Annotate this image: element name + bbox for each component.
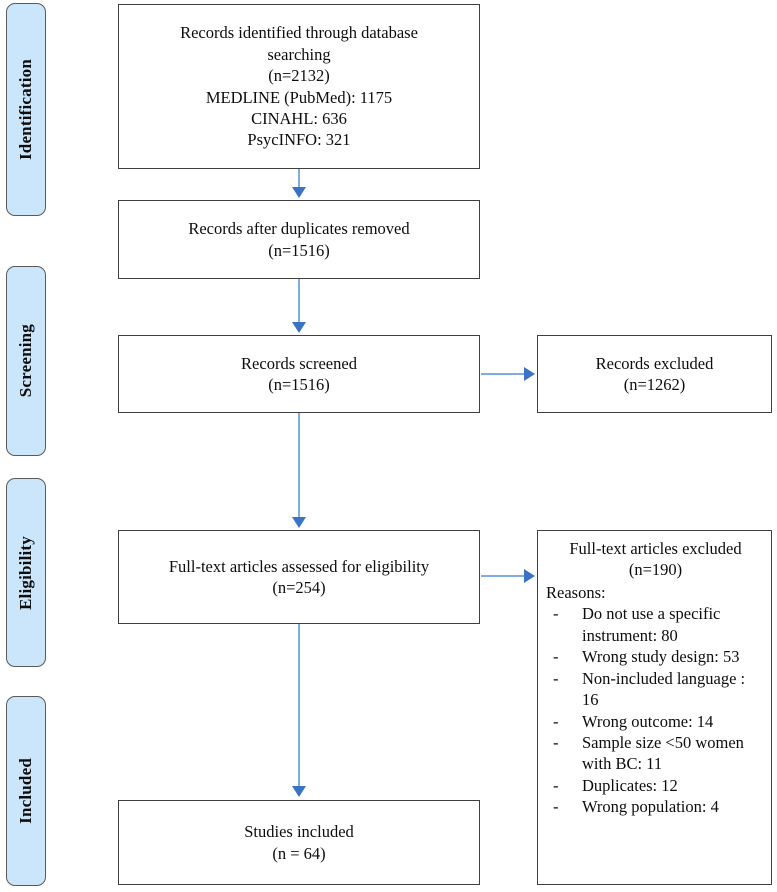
box-fulltext-articles-assessed: Full-text articles assessed for eligibil… bbox=[118, 530, 480, 624]
bullet-dash-icon: - bbox=[553, 711, 559, 731]
list-item: - Do not use a specific instrument: 80 bbox=[546, 603, 765, 646]
arrow-head-down-icon bbox=[292, 187, 306, 198]
arrow-head-down-icon bbox=[292, 517, 306, 528]
box-records-identified: Records identified through database sear… bbox=[118, 4, 480, 169]
box-line: Full-text articles assessed for eligibil… bbox=[168, 556, 430, 576]
reasons-label: Reasons: bbox=[546, 582, 606, 602]
stage-label-included: Included bbox=[16, 758, 35, 824]
stage-pill-eligibility: Eligibility bbox=[6, 478, 46, 667]
box-line: CINAHL: 636 bbox=[251, 108, 347, 128]
list-item: - Sample size <50 women with BC: 11 bbox=[546, 732, 765, 775]
box-line: PsycINFO: 321 bbox=[247, 130, 351, 150]
list-item-label: Do not use a specific instrument: 80 bbox=[582, 604, 721, 645]
connector-screened-to-records-excluded bbox=[481, 373, 526, 375]
box-line: (n = 64) bbox=[272, 843, 326, 863]
list-item: - Wrong population: 4 bbox=[546, 796, 765, 817]
box-line: MEDLINE (PubMed): 1175 bbox=[205, 87, 393, 107]
box-records-screened: Records screened (n=1516) bbox=[118, 335, 480, 413]
list-item-label: Wrong population: 4 bbox=[582, 797, 719, 817]
box-line: (n=1516) bbox=[268, 375, 330, 394]
box-studies-included: Studies included (n = 64) bbox=[118, 800, 480, 885]
list-item: - Wrong study design: 53 bbox=[546, 646, 765, 667]
bullet-dash-icon: - bbox=[553, 647, 559, 667]
list-item-label: Wrong study design: 53 bbox=[582, 647, 740, 667]
stage-pill-included: Included bbox=[6, 696, 46, 886]
box-line: (n=1262) bbox=[623, 375, 686, 394]
stage-pill-screening: Screening bbox=[6, 266, 46, 456]
arrow-head-down-icon bbox=[292, 322, 306, 333]
arrow-head-right-icon bbox=[524, 569, 535, 583]
list-item-label: Non-included language : 16 bbox=[582, 668, 746, 710]
exclusion-reasons-list: - Do not use a specific instrument: 80 -… bbox=[546, 603, 765, 817]
box-line: Records screened bbox=[241, 353, 357, 373]
box-fulltext-articles-excluded: Full-text articles excluded (n=190) Reas… bbox=[537, 530, 772, 885]
box-line: Records after duplicates removed bbox=[188, 219, 410, 239]
box-line: (n=1516) bbox=[268, 240, 330, 260]
box-line: (n=190) bbox=[628, 560, 683, 580]
stage-label-eligibility: Eligibility bbox=[16, 535, 35, 610]
list-item: - Non-included language : 16 bbox=[546, 668, 765, 711]
arrow-head-right-icon bbox=[524, 367, 535, 381]
connector-screened-to-fulltext bbox=[298, 413, 300, 519]
list-item-label: Wrong outcome: 14 bbox=[582, 711, 714, 731]
box-line: Studies included bbox=[244, 822, 354, 842]
box-line: Full-text articles excluded bbox=[569, 539, 742, 558]
list-item-label: Duplicates: 12 bbox=[582, 775, 678, 795]
bullet-dash-icon: - bbox=[553, 732, 559, 752]
connector-fulltext-to-included bbox=[298, 624, 300, 788]
box-line: (n=254) bbox=[272, 578, 326, 597]
box-records-excluded: Records excluded (n=1262) bbox=[537, 335, 772, 413]
arrow-head-down-icon bbox=[292, 786, 306, 797]
box-records-after-duplicates-removed: Records after duplicates removed (n=1516… bbox=[118, 200, 480, 279]
connector-duplicates-to-screened bbox=[298, 279, 300, 324]
bullet-dash-icon: - bbox=[553, 775, 559, 795]
box-line: Records excluded bbox=[595, 353, 714, 373]
stage-pill-identification: Identification bbox=[6, 3, 46, 216]
connector-identified-to-duplicates bbox=[298, 169, 300, 189]
box-line: Records identified through database bbox=[180, 23, 418, 43]
list-item-label: Sample size <50 women with BC: 11 bbox=[582, 732, 744, 774]
bullet-dash-icon: - bbox=[553, 604, 559, 624]
bullet-dash-icon: - bbox=[553, 668, 559, 688]
box-line: (n=2132) bbox=[268, 66, 330, 86]
box-line: searching bbox=[267, 44, 331, 64]
list-item: - Wrong outcome: 14 bbox=[546, 711, 765, 732]
list-item: - Duplicates: 12 bbox=[546, 775, 765, 796]
stage-label-screening: Screening bbox=[16, 324, 35, 398]
connector-fulltext-to-fulltext-excluded bbox=[481, 575, 526, 577]
bullet-dash-icon: - bbox=[553, 797, 559, 817]
stage-label-identification: Identification bbox=[16, 58, 35, 161]
